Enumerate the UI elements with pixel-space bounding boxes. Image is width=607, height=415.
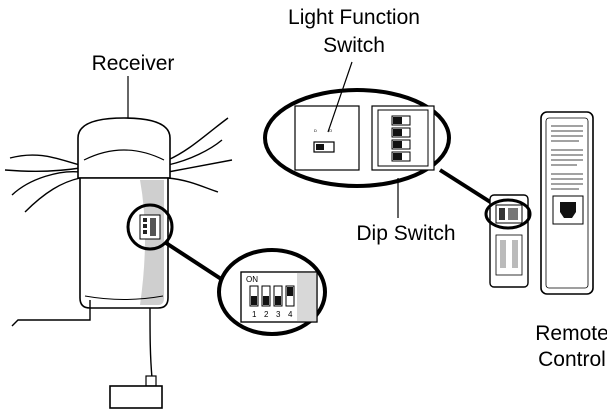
light-switch-callout: D O [263, 88, 451, 188]
receiver-wires-right [167, 117, 233, 193]
light-function-leader [327, 61, 353, 133]
receiver-dip-highlight [126, 203, 174, 251]
remote-control [540, 111, 594, 295]
dip-switch-label: Dip Switch [356, 222, 455, 245]
dip-number-1: 1 [252, 310, 257, 319]
light-mark-d: D [314, 128, 317, 133]
receiver-cap [77, 117, 171, 179]
dip-switch-callout: ON 1 2 3 4 [217, 248, 327, 336]
dip-toggles [249, 285, 295, 307]
remote-control-label: Remote [535, 322, 607, 345]
remote-fcc-text [551, 125, 583, 190]
remote-callout-leader [438, 168, 497, 207]
receiver-bracket [109, 385, 163, 409]
dip-number-4: 4 [288, 310, 293, 319]
light-mark-o: O [329, 128, 332, 133]
remote-control-label-line2: Control [538, 348, 606, 371]
dip-on-label: ON [246, 275, 258, 284]
dip-number-3: 3 [276, 310, 281, 319]
receiver-wires-left [4, 154, 81, 213]
remote-dip-toggles [391, 115, 411, 162]
remote-back-open [484, 194, 532, 288]
light-function-switch-label: Light Function [288, 6, 420, 29]
light-function-switch-label-line2: Switch [323, 34, 385, 57]
dip-number-2: 2 [264, 310, 269, 319]
receiver-dip-switch [139, 214, 161, 240]
receiver-label: Receiver [92, 52, 175, 75]
receiver-unit [4, 117, 233, 409]
